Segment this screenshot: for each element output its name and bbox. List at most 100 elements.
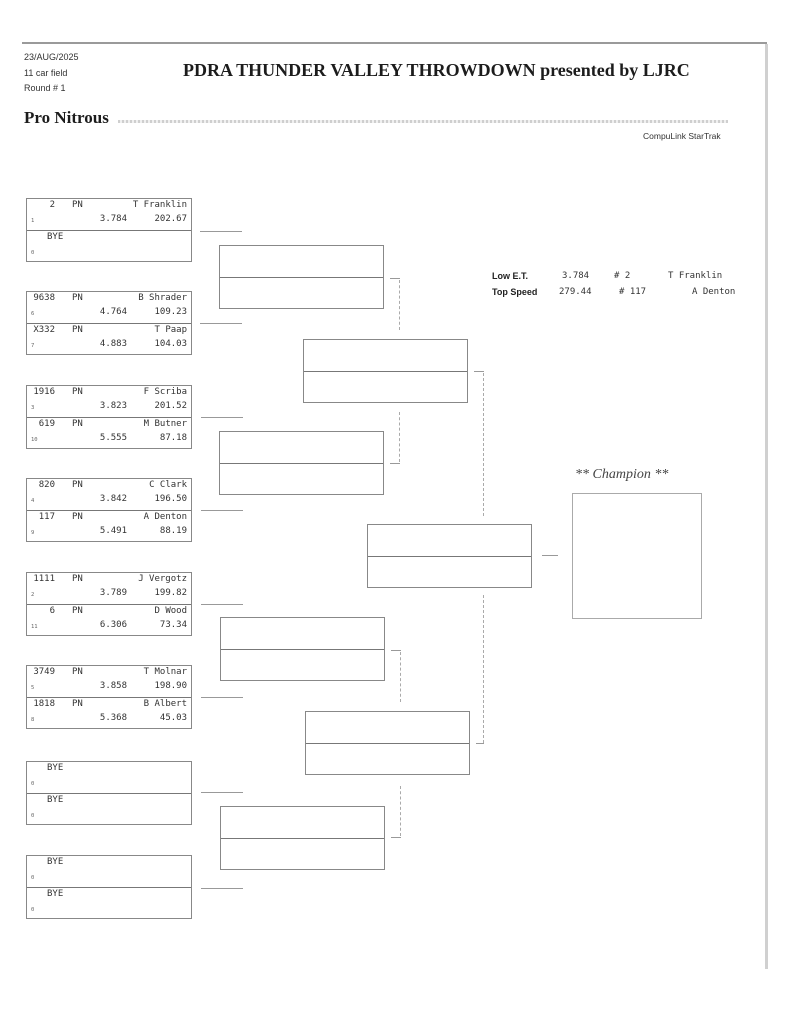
seed-number: 0	[31, 875, 35, 881]
top-speed-value: 279.44	[559, 287, 592, 297]
car-class: PN	[72, 293, 83, 303]
speed: 199.82	[154, 588, 187, 598]
car-number: 1111	[33, 574, 55, 584]
lane: BYE 0	[27, 856, 191, 887]
semifinal-1	[303, 339, 468, 403]
final-match	[367, 524, 532, 588]
car-class: PN	[72, 200, 83, 210]
lane: BYE 0	[27, 762, 191, 793]
connector	[390, 278, 400, 279]
semifinal-2	[305, 711, 470, 775]
speed: 88.19	[159, 526, 187, 536]
top-speed-driver: A Denton	[692, 287, 736, 297]
speed: 104.03	[154, 339, 187, 349]
seed-number: 8	[31, 717, 35, 723]
bye-label: BYE	[47, 763, 64, 773]
connector	[391, 837, 401, 838]
connector	[200, 231, 242, 232]
seed-number: 1	[31, 218, 35, 224]
seed-number: 0	[31, 813, 35, 819]
field-size: 11 car field	[24, 68, 68, 78]
connector	[201, 888, 243, 889]
connector	[400, 652, 401, 702]
event-date: 23/AUG/2025	[24, 52, 79, 62]
car-class: PN	[72, 574, 83, 584]
champion-box	[572, 493, 702, 619]
driver-name: C Clark	[149, 480, 187, 490]
speed: 196.50	[154, 494, 187, 504]
car-class: PN	[72, 325, 83, 335]
driver-name: F Scriba	[143, 387, 187, 397]
event-title: PDRA THUNDER VALLEY THROWDOWN presented …	[183, 60, 690, 80]
car-number: 3749	[33, 667, 55, 677]
elapsed-time: 3.823	[99, 401, 127, 411]
speed: 45.03	[159, 713, 187, 723]
car-class: PN	[72, 480, 83, 490]
car-class: PN	[72, 419, 83, 429]
car-class: PN	[72, 387, 83, 397]
speed: 87.18	[159, 433, 187, 443]
low-et-label: Low E.T.	[492, 271, 528, 281]
car-number: 117	[38, 512, 55, 522]
elapsed-time: 6.306	[99, 620, 127, 630]
connector	[201, 697, 243, 698]
car-number: 6	[49, 606, 55, 616]
car-number: 619	[38, 419, 55, 429]
class-divider	[118, 120, 728, 123]
connector	[476, 743, 484, 744]
connector	[200, 323, 242, 324]
connector	[542, 555, 558, 556]
connector	[390, 463, 400, 464]
elapsed-time: 5.368	[99, 713, 127, 723]
low-et-car: # 2	[614, 271, 631, 281]
bye-label: BYE	[47, 889, 64, 899]
seed-number: 4	[31, 498, 35, 504]
driver-name: M Butner	[143, 419, 187, 429]
bye-label: BYE	[47, 857, 64, 867]
elapsed-time: 5.491	[99, 526, 127, 536]
connector	[483, 595, 484, 743]
seed-number: 11	[31, 624, 38, 630]
seed-number: 2	[31, 592, 35, 598]
software-credit: CompuLink StarTrak	[643, 131, 721, 141]
car-class: PN	[72, 667, 83, 677]
car-class: PN	[72, 699, 83, 709]
speed: 73.34	[159, 620, 187, 630]
seed-number: 5	[31, 685, 35, 691]
elapsed-time: 3.784	[99, 214, 127, 224]
connector	[201, 604, 243, 605]
seed-number: 10	[31, 437, 38, 443]
seed-number: 3	[31, 405, 35, 411]
seed-number: 9	[31, 530, 35, 536]
seed-number: 0	[31, 250, 35, 256]
driver-name: T Paap	[154, 325, 187, 335]
lane: 619 PN M Butner 5.555 87.18 10	[27, 417, 191, 448]
seed-number: 0	[31, 781, 35, 787]
elapsed-time: 5.555	[99, 433, 127, 443]
car-number: 1818	[33, 699, 55, 709]
car-class: PN	[72, 606, 83, 616]
driver-name: A Denton	[143, 512, 187, 522]
car-number: 1916	[33, 387, 55, 397]
round2-match-4	[220, 806, 385, 870]
round-number: Round # 1	[24, 83, 66, 93]
connector	[400, 786, 401, 836]
low-et-value: 3.784	[562, 271, 590, 281]
connector	[399, 280, 400, 330]
elapsed-time: 4.764	[99, 307, 127, 317]
driver-name: J Vergotz	[138, 574, 187, 584]
seed-number: 6	[31, 311, 35, 317]
champion-label: ** Champion **	[575, 467, 669, 482]
seed-number: 7	[31, 343, 35, 349]
connector	[391, 650, 401, 651]
connector	[201, 792, 243, 793]
